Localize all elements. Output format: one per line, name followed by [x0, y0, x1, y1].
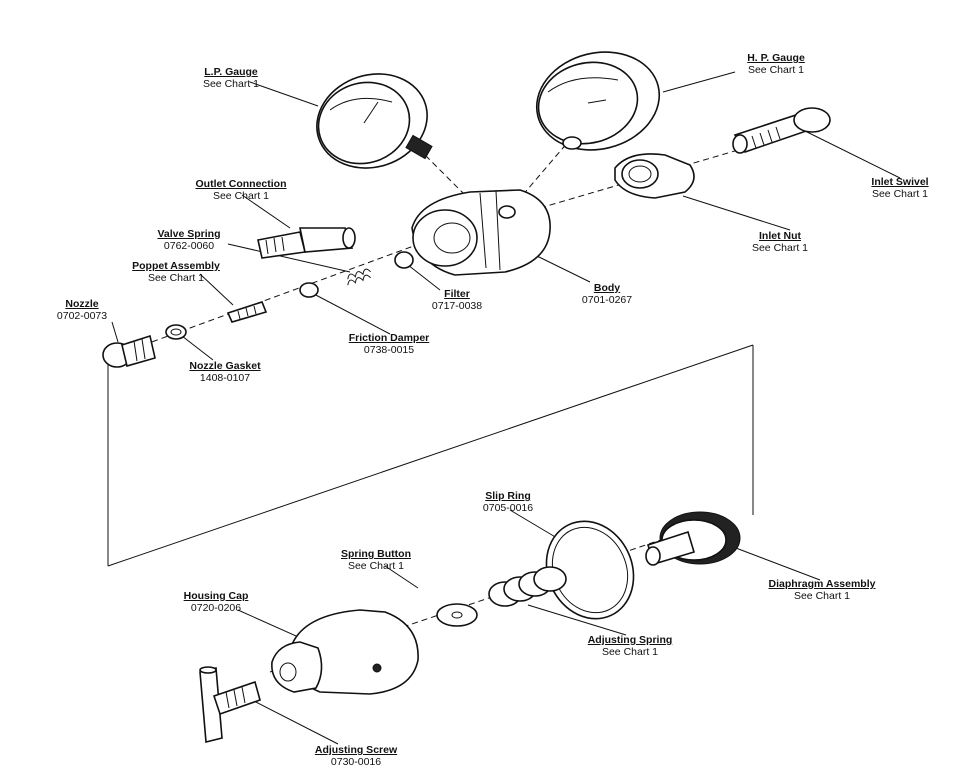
label-lp-gauge: L.P. Gauge See Chart 1 [202, 66, 260, 90]
label-outlet-connection: Outlet Connection See Chart 1 [195, 178, 287, 202]
label-adjusting-spring: Adjusting Spring See Chart 1 [587, 634, 673, 658]
label-nozzle: Nozzle 0702-0073 [56, 298, 108, 322]
housing-cap-drawing [271, 609, 419, 695]
label-spring-button: Spring Button See Chart 1 [341, 548, 411, 572]
label-housing-cap: Housing Cap 0720-0206 [183, 590, 249, 614]
label-hp-gauge: H. P. Gauge See Chart 1 [747, 52, 805, 76]
valve-spring-drawing [347, 268, 371, 286]
label-inlet-nut: Inlet Nut See Chart 1 [751, 230, 809, 254]
poppet-assembly-drawing [226, 301, 268, 323]
label-adjusting-screw: Adjusting Screw 0730-0016 [314, 744, 398, 768]
leader-lines [111, 71, 901, 745]
label-filter: Filter 0717-0038 [431, 288, 483, 312]
inlet-nut-drawing [614, 153, 695, 199]
nozzle-gasket-drawing [165, 324, 187, 340]
diaphragm-assembly-drawing [645, 511, 741, 566]
outlet-connection-drawing [257, 227, 356, 259]
label-nozzle-gasket: Nozzle Gasket 1408-0107 [189, 360, 261, 384]
body-drawing [411, 189, 551, 276]
label-friction-damper: Friction Damper 0738-0015 [348, 332, 430, 356]
adjusting-screw-drawing [199, 666, 261, 744]
hp-gauge-drawing [535, 51, 661, 151]
lp-gauge-drawing [316, 73, 433, 169]
inlet-swivel-drawing [732, 107, 831, 154]
label-inlet-swivel: Inlet Swivel See Chart 1 [871, 176, 929, 200]
label-body: Body 0701-0267 [581, 282, 633, 306]
label-valve-spring: Valve Spring 0762-0060 [157, 228, 221, 252]
spring-button-drawing [436, 603, 478, 627]
assembly-frame-lines [107, 344, 754, 567]
slip-ring-drawing [545, 520, 635, 620]
label-poppet-assembly: Poppet Assembly See Chart 1 [132, 260, 220, 284]
adjusting-spring-drawing [488, 566, 567, 607]
friction-damper-drawing [299, 282, 319, 298]
label-slip-ring: Slip Ring 0705-0016 [482, 490, 534, 514]
nozzle-drawing [102, 334, 156, 368]
label-diaphragm-assembly: Diaphragm Assembly See Chart 1 [768, 578, 876, 602]
filter-drawing [394, 251, 414, 269]
